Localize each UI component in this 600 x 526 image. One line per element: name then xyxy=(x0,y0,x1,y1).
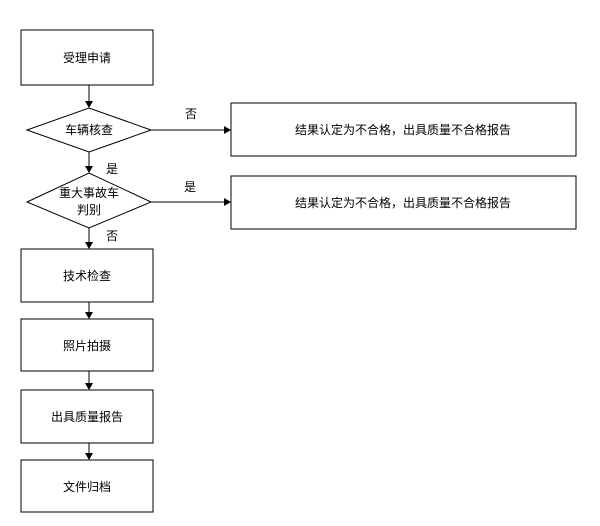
node-quality-report xyxy=(20,389,154,444)
arrowhead xyxy=(85,453,93,460)
node-result-fail-1 xyxy=(230,102,577,157)
decision-vehicle-check xyxy=(25,107,153,153)
arrowhead xyxy=(85,101,93,108)
node-result-fail-1-label: 结果认定为不合格，出具质量不合格报告 xyxy=(295,122,511,137)
node-tech-check xyxy=(20,248,154,303)
node-accept xyxy=(20,29,154,86)
arrowhead xyxy=(224,198,231,206)
arrowhead xyxy=(85,383,93,390)
node-result-fail-2-label: 结果认定为不合格，出具质量不合格报告 xyxy=(295,195,511,210)
arrowhead xyxy=(85,166,93,173)
edge-label-accident-no: 否 xyxy=(106,229,118,243)
node-photo-label: 照片拍摄 xyxy=(63,338,111,353)
arrowhead xyxy=(85,242,93,249)
node-archive xyxy=(20,459,154,513)
arrowhead xyxy=(224,126,231,134)
decision-accident-label-line2: 判别 xyxy=(77,203,101,217)
node-result-fail-2 xyxy=(230,175,577,230)
node-accept-label: 受理申请 xyxy=(63,51,111,65)
arrowhead xyxy=(85,312,93,319)
decision-accident-label-line1: 重大事故车 xyxy=(59,185,119,200)
decision-vehicle-check-label: 车辆核查 xyxy=(65,122,113,137)
node-photo xyxy=(20,318,154,372)
node-tech-check-label: 技术检查 xyxy=(63,268,111,283)
edge-label-vehicle-check-yes: 是 xyxy=(106,162,118,176)
decision-accident xyxy=(25,172,153,229)
edge-label-vehicle-check-no: 否 xyxy=(185,107,197,121)
edge-label-accident-yes: 是 xyxy=(184,180,196,194)
node-quality-report-label: 出具质量报告 xyxy=(51,409,123,424)
node-archive-label: 文件归档 xyxy=(63,479,111,494)
